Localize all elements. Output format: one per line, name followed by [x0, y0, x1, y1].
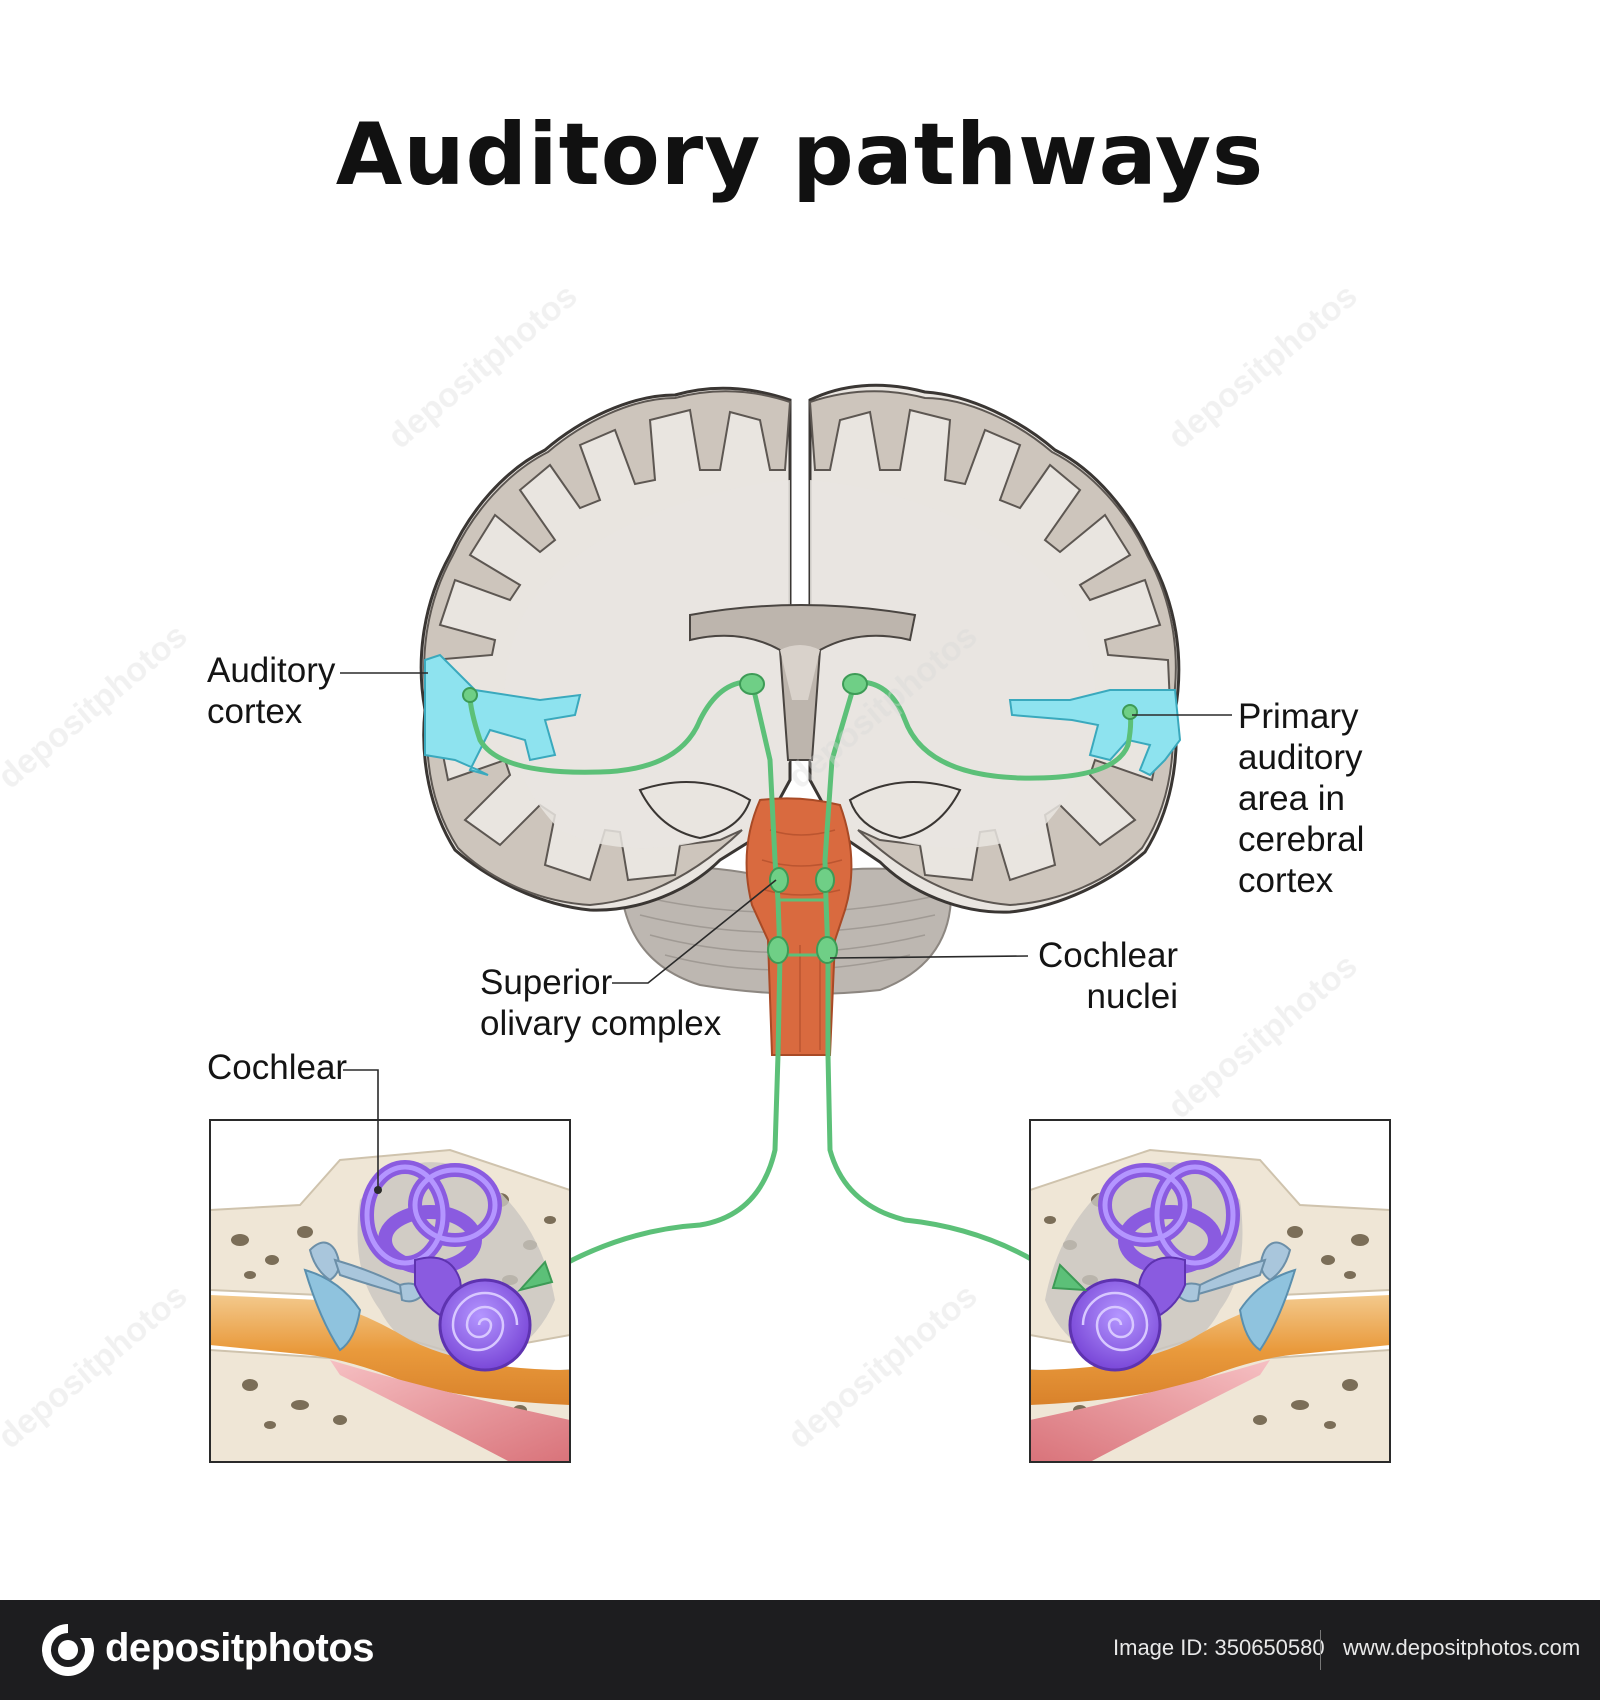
svg-text:depositphotos: depositphotos [781, 1276, 985, 1456]
label-auditory-cortex: Auditory cortex [207, 651, 336, 731]
inferior-colliculus-node-left [769, 867, 789, 893]
footer-divider [1320, 1630, 1321, 1670]
auditory-pathway [467, 679, 1134, 1288]
svg-text:depositphotos: depositphotos [1161, 946, 1365, 1126]
ear-inset-right [1029, 1119, 1391, 1463]
svg-text:depositphotos: depositphotos [381, 276, 585, 456]
pathway-nuclei [462, 673, 1138, 964]
image-id: Image ID: 350650580 [1113, 1635, 1325, 1660]
label-superior-olivary-complex: Superior olivary complex [480, 963, 722, 1043]
brand-name: depositphotos [105, 1626, 375, 1670]
inferior-colliculus-node-right [815, 867, 835, 893]
thalamus-node-right [842, 673, 868, 695]
depositphotos-logo-icon [42, 1624, 94, 1676]
svg-text:depositphotos: depositphotos [0, 1276, 195, 1456]
svg-text:depositphotos: depositphotos [0, 616, 195, 796]
svg-text:depositphotos: depositphotos [1161, 276, 1365, 456]
thalamus-node-left [739, 673, 765, 695]
footer-bar: depositphotos Image ID: 350650580 www.de… [0, 1600, 1600, 1700]
olivary-node-right [816, 936, 838, 964]
label-primary-auditory-area: Primary auditory area in cerebral cortex [1238, 697, 1365, 900]
label-cochlear: Cochlear [207, 1048, 348, 1087]
website-link[interactable]: www.depositphotos.com [1343, 1635, 1581, 1660]
cortex-node-left [462, 687, 478, 703]
cortex-node-right [1122, 704, 1138, 720]
label-cochlear-nuclei: Cochlear nuclei [1038, 936, 1179, 1016]
cortex-gyri [423, 390, 1177, 907]
auditory-cortex-left [424, 653, 582, 776]
diagram-title: Auditory pathways [335, 105, 1265, 205]
leader-lines [340, 672, 1232, 1188]
olivary-node-left [767, 936, 789, 964]
ear-inset-left [209, 1119, 571, 1463]
brainstem [745, 797, 853, 1056]
